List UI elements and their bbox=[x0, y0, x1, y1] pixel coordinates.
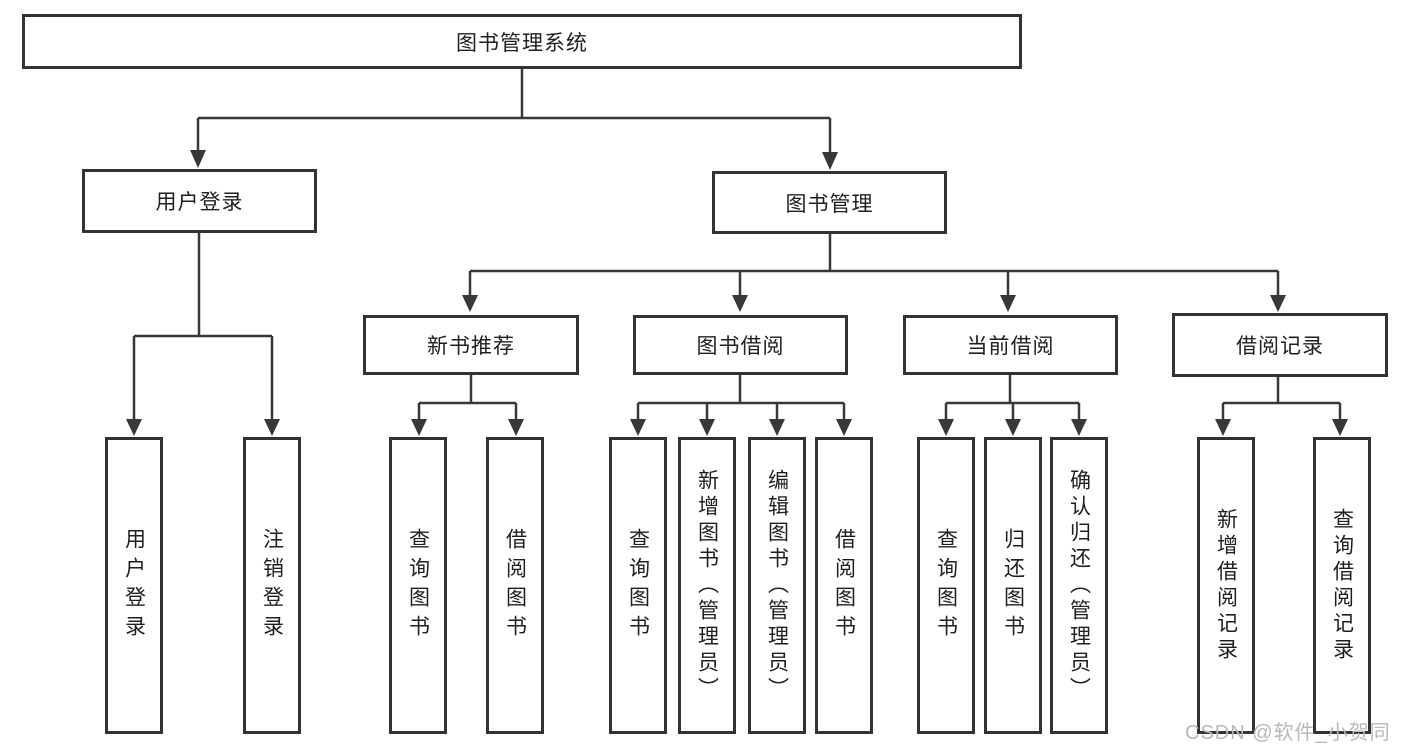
leaf-query-books-recommend: 查询图书 bbox=[389, 437, 447, 734]
node-book-management: 图书管理 bbox=[712, 171, 947, 234]
leaf-user-login: 用户登录 bbox=[105, 437, 163, 734]
leaf-confirm-return-admin: 确认归还（管理员） bbox=[1050, 437, 1108, 734]
node-current-borrow: 当前借阅 bbox=[903, 315, 1118, 375]
leaf-borrow-books: 借阅图书 bbox=[815, 437, 873, 734]
csdn-watermark: CSDN @软件_小贺同学 bbox=[1185, 722, 1391, 744]
node-borrow-records: 借阅记录 bbox=[1172, 313, 1388, 377]
leaf-borrow-books-recommend: 借阅图书 bbox=[486, 437, 544, 734]
leaf-add-borrow-record: 新增借阅记录 bbox=[1197, 437, 1255, 734]
node-library-system-root: 图书管理系统 bbox=[22, 14, 1022, 69]
node-book-borrow: 图书借阅 bbox=[633, 315, 848, 375]
leaf-return-books: 归还图书 bbox=[984, 437, 1042, 734]
node-new-book-recommend: 新书推荐 bbox=[363, 315, 579, 375]
leaf-query-books-borrow: 查询图书 bbox=[609, 437, 667, 734]
leaf-add-books-admin: 新增图书（管理员） bbox=[678, 437, 736, 734]
node-user-login: 用户登录 bbox=[82, 169, 317, 233]
leaf-edit-books-admin: 编辑图书（管理员） bbox=[748, 437, 806, 734]
leaf-query-borrow-record: 查询借阅记录 bbox=[1313, 437, 1371, 734]
leaf-logout: 注销登录 bbox=[243, 437, 301, 734]
leaf-query-books-current: 查询图书 bbox=[917, 437, 975, 734]
